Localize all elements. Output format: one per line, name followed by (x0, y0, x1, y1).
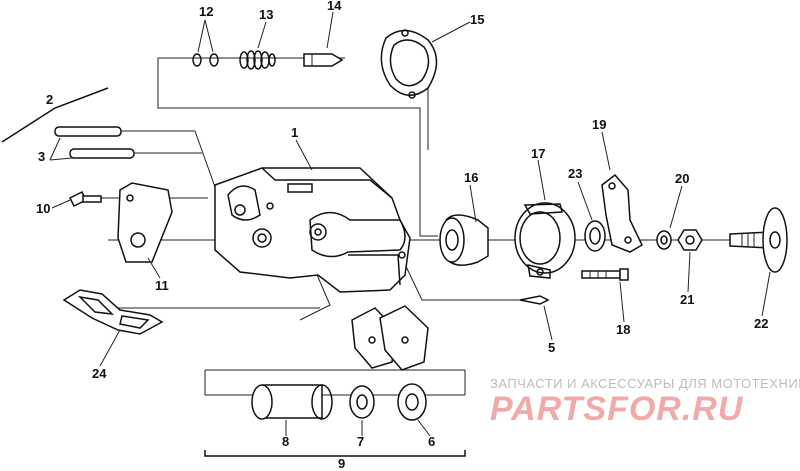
caliper-cover (514, 202, 576, 279)
piston (251, 384, 333, 420)
pad-spring-clip (62, 289, 164, 335)
callout-24: 24 (92, 366, 107, 381)
callout-21: 21 (680, 292, 694, 307)
watermark-caption: ЗАПЧАСТИ И АКСЕССУАРЫ ДЛЯ МОТОТЕХНИКИ (490, 376, 800, 391)
watermark-brand: PARTSFOR.RU (490, 390, 744, 428)
callout-15: 15 (470, 12, 484, 27)
caliper-pins (54, 126, 135, 159)
actuating-lever (601, 173, 643, 253)
callout-labels: 12 13 14 15 2 1 3 10 11 16 17 19 23 20 2… (36, 0, 768, 471)
callout-17: 17 (531, 146, 545, 161)
caliper-body (214, 167, 411, 293)
dust-seal (397, 383, 427, 421)
callout-6: 6 (428, 434, 435, 449)
cover-screw (581, 268, 629, 281)
callout-23: 23 (568, 166, 582, 181)
callout-3: 3 (38, 149, 45, 164)
hex-nut (677, 229, 703, 251)
mounting-bolt (68, 190, 102, 208)
callout-8: 8 (282, 434, 289, 449)
callout-5: 5 (548, 340, 555, 355)
callout-18: 18 (616, 322, 630, 337)
callout-22: 22 (754, 316, 768, 331)
callout-leaders (49, 11, 771, 437)
piston-seal (349, 385, 375, 419)
set-screw (519, 295, 550, 305)
callout-2: 2 (46, 92, 53, 107)
watermark: ЗАПЧАСТИ И АКСЕССУАРЫ ДЛЯ МОТОТЕХНИКИ PA… (490, 376, 800, 428)
callout-13: 13 (259, 7, 273, 22)
callout-10: 10 (36, 201, 50, 216)
small-washer (656, 230, 672, 250)
mounting-plate (117, 182, 173, 263)
callout-7: 7 (357, 434, 364, 449)
callout-19: 19 (592, 117, 606, 132)
callout-12: 12 (199, 4, 213, 19)
callout-20: 20 (675, 171, 689, 186)
spring (239, 50, 276, 70)
o-ring-pair (192, 53, 219, 67)
pin-bracket-line (1, 87, 109, 143)
adjuster-knob (729, 207, 788, 273)
callout-9: 9 (338, 456, 345, 471)
callout-14: 14 (327, 0, 342, 13)
brake-pads (351, 305, 429, 371)
piston-cup (439, 214, 489, 266)
callout-16: 16 (464, 170, 478, 185)
bleeder-pin (303, 53, 344, 67)
callout-11: 11 (155, 278, 169, 293)
callout-1: 1 (291, 125, 298, 140)
gasket (380, 29, 438, 99)
thrust-washer (584, 220, 606, 252)
kit-bracket (204, 450, 466, 457)
